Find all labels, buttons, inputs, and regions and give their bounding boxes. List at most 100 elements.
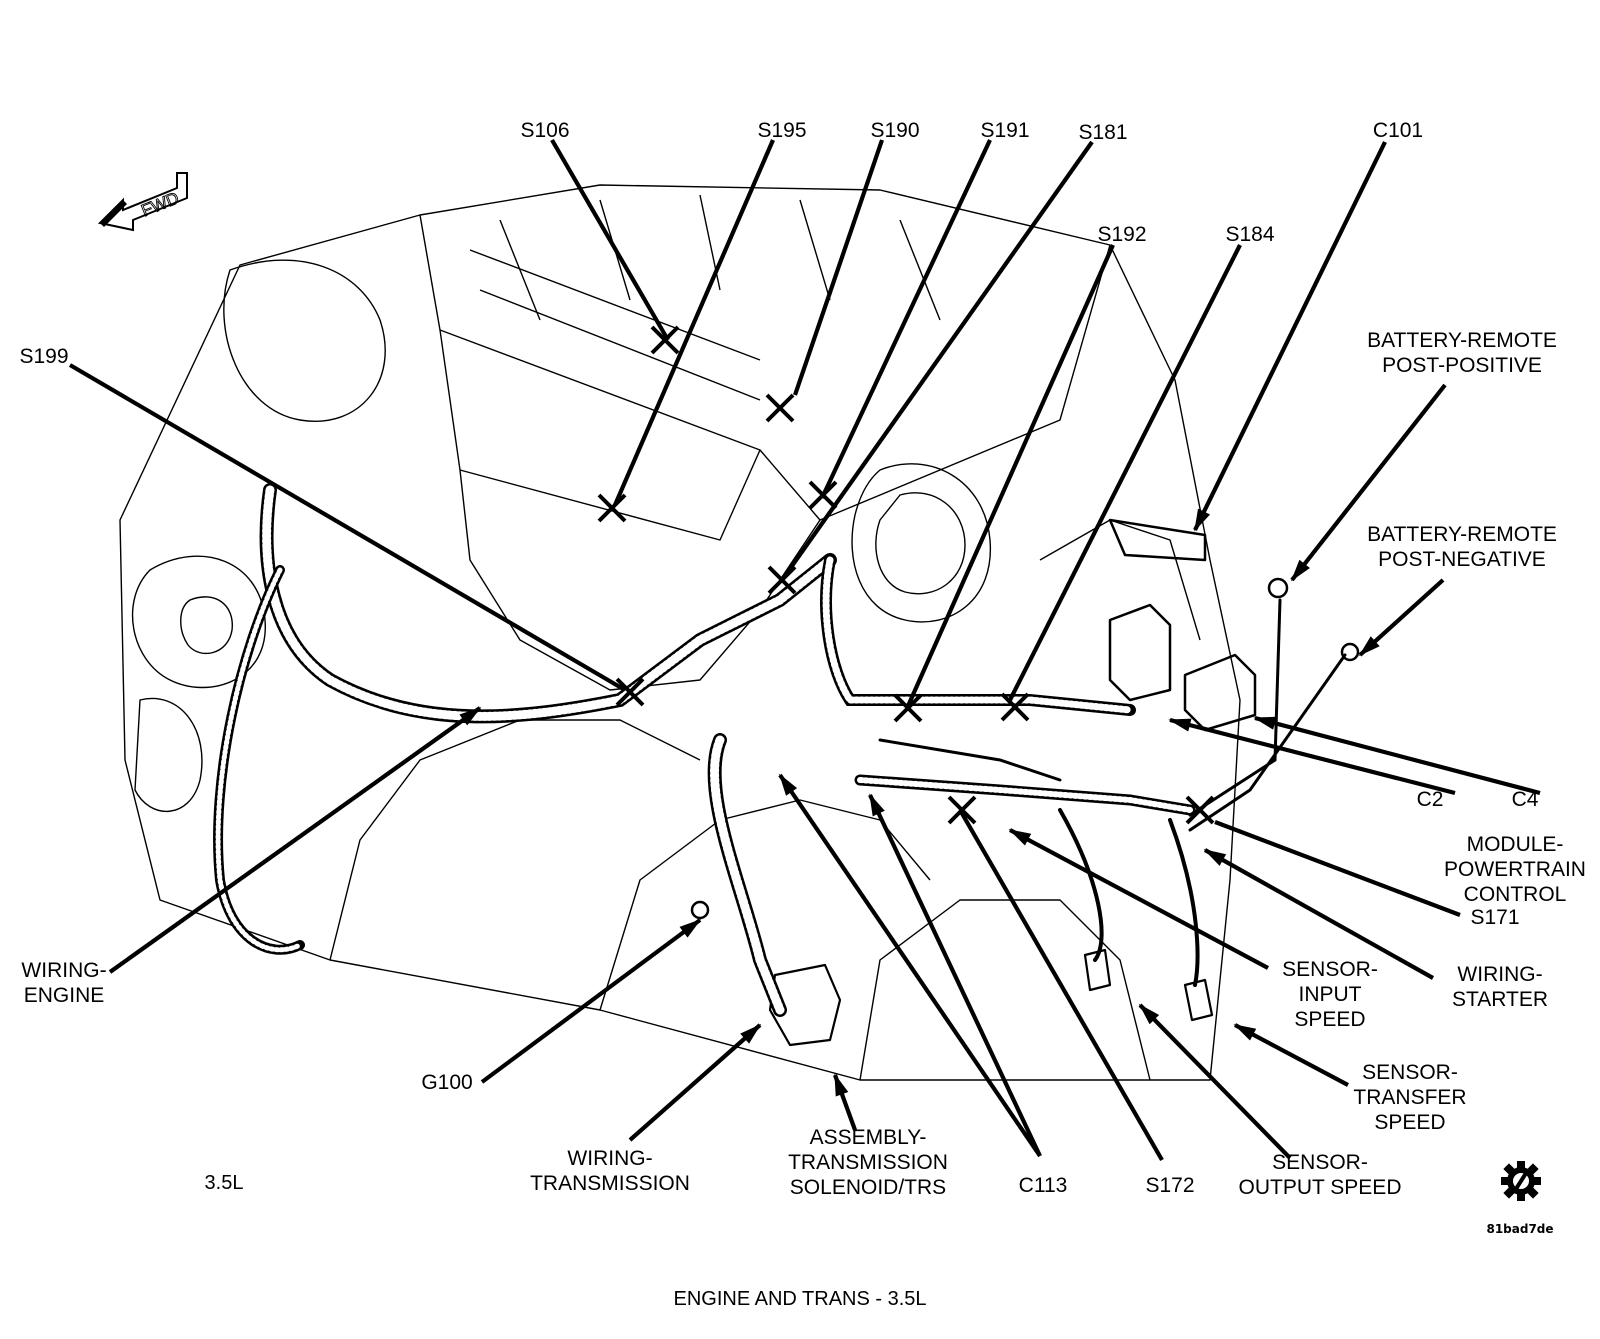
callout-s181: S181 xyxy=(1078,120,1127,145)
leader-s181 xyxy=(780,140,1094,582)
splice-mark-s172 xyxy=(947,795,977,825)
splice-mark-s192 xyxy=(893,693,923,723)
callout-wiring-engine: WIRING-ENGINE xyxy=(21,958,106,1008)
callout-line: S190 xyxy=(870,119,920,142)
splice-mark-s106 xyxy=(650,325,680,355)
callout-line: S199 xyxy=(19,345,69,368)
gear-logo-icon xyxy=(1501,1161,1541,1201)
callout-s106: S106 xyxy=(520,118,569,143)
callout-line: TRANSMISSION xyxy=(788,1151,948,1174)
callout-s191: S191 xyxy=(980,118,1029,143)
callout-line: ENGINE xyxy=(23,984,105,1007)
callout-line: S184 xyxy=(1225,223,1275,246)
callout-line: SENSOR- xyxy=(1362,1061,1458,1084)
leader-c113-2 xyxy=(868,794,1042,1157)
callout-line: S172 xyxy=(1145,1174,1195,1197)
callout-s199: S199 xyxy=(19,344,68,369)
callout-line: BATTERY-REMOTE xyxy=(1367,523,1557,546)
arrowhead-c113 xyxy=(779,773,798,796)
callout-line: OUTPUT SPEED xyxy=(1238,1176,1402,1199)
callout-line: SPEED xyxy=(1294,1008,1366,1031)
callout-line: S195 xyxy=(757,119,807,142)
arrowhead-sensor-output xyxy=(1138,1003,1160,1025)
callout-line: G100 xyxy=(421,1071,473,1094)
splice-mark-s190 xyxy=(765,393,795,423)
leader-c101 xyxy=(1193,141,1387,531)
callout-wiring-starter: WIRING-STARTER xyxy=(1452,962,1548,1012)
callout-line: BATTERY-REMOTE xyxy=(1367,329,1557,352)
callout-s171: S171 xyxy=(1470,905,1519,930)
callout-line: C101 xyxy=(1372,119,1424,142)
figure-caption: ENGINE AND TRANS - 3.5L xyxy=(673,1288,927,1310)
callout-line: SOLENOID/TRS xyxy=(789,1176,947,1199)
leader-sensor-input xyxy=(1009,828,1269,970)
callout-s192: S192 xyxy=(1097,222,1146,247)
leader-s106 xyxy=(550,138,670,342)
callout-line: SENSOR- xyxy=(1282,958,1378,981)
splice-mark-s191 xyxy=(808,480,838,510)
callout-c101: C101 xyxy=(1373,118,1423,143)
leader-sensor-output xyxy=(1138,1003,1292,1160)
leader-c2 xyxy=(1169,717,1456,796)
arrowhead-wiring-trans xyxy=(740,1023,762,1044)
callout-c2: C2 xyxy=(1417,787,1444,812)
callout-s190: S190 xyxy=(870,118,919,143)
arrowhead-wiring-engine xyxy=(459,706,482,726)
callout-line: S171 xyxy=(1470,906,1520,929)
callout-wiring-trans: WIRING-TRANSMISSION xyxy=(530,1146,690,1196)
arrowhead-sensor-transfer xyxy=(1233,1024,1257,1041)
arrowhead-batt-neg xyxy=(1358,636,1380,657)
callout-line: STARTER xyxy=(1451,988,1549,1011)
fwd-label: FWD xyxy=(139,188,182,220)
leader-s191 xyxy=(820,139,992,499)
callout-line: CONTROL xyxy=(1463,883,1567,906)
splice-mark-s181 xyxy=(767,565,797,595)
leader-s184 xyxy=(1008,244,1242,701)
splice-mark-s199 xyxy=(615,677,645,707)
splice-mark-s195 xyxy=(597,493,627,523)
callout-line: S181 xyxy=(1078,121,1128,144)
arrowhead-trans-solenoid xyxy=(834,1073,849,1097)
leader-wiring-trans xyxy=(628,1023,762,1142)
leader-s190 xyxy=(793,139,884,396)
arrowhead-wiring-starter xyxy=(1203,849,1227,866)
image-id: 81bad7de xyxy=(1486,1222,1554,1236)
arrowhead-c2 xyxy=(1168,718,1192,732)
leader-wiring-starter xyxy=(1203,848,1435,980)
callout-s172: S172 xyxy=(1145,1173,1194,1198)
leader-c4 xyxy=(1254,715,1541,796)
arrowhead-c113-2 xyxy=(869,793,885,817)
arrowhead-c101 xyxy=(1194,508,1211,532)
callout-line: ASSEMBLY- xyxy=(809,1126,927,1149)
callout-line: SPEED xyxy=(1374,1111,1446,1134)
callout-line: C113 xyxy=(1018,1174,1068,1197)
callout-line: WIRING- xyxy=(1457,963,1543,986)
arrowhead-batt-pos xyxy=(1290,559,1310,582)
callout-line: MODULE- xyxy=(1466,833,1564,856)
arrowhead-g100 xyxy=(679,918,702,938)
leader-batt-pos xyxy=(1290,383,1447,582)
callout-line: SENSOR- xyxy=(1272,1151,1368,1174)
leader-sensor-transfer xyxy=(1234,1023,1349,1087)
callout-line: S191 xyxy=(980,119,1030,142)
callout-line: S106 xyxy=(520,119,570,142)
leader-g100 xyxy=(480,918,702,1084)
callout-line: WIRING- xyxy=(21,959,107,982)
leader-s172 xyxy=(958,808,1164,1162)
splice-mark-s171 xyxy=(1185,795,1215,825)
callout-g100: G100 xyxy=(421,1070,472,1095)
leader-s171 xyxy=(1214,820,1461,917)
callout-c113: C113 xyxy=(1019,1173,1068,1198)
callout-line: POST-NEGATIVE xyxy=(1378,548,1546,571)
callout-line: C4 xyxy=(1511,788,1539,811)
arrowhead-c4 xyxy=(1253,716,1277,730)
forward-direction-arrow-icon: FWD xyxy=(97,172,188,232)
callout-line: C2 xyxy=(1416,788,1444,811)
callout-s195: S195 xyxy=(757,118,806,143)
arrowhead-sensor-input xyxy=(1008,829,1032,846)
engine-variant-label: 3.5L xyxy=(204,1172,244,1194)
